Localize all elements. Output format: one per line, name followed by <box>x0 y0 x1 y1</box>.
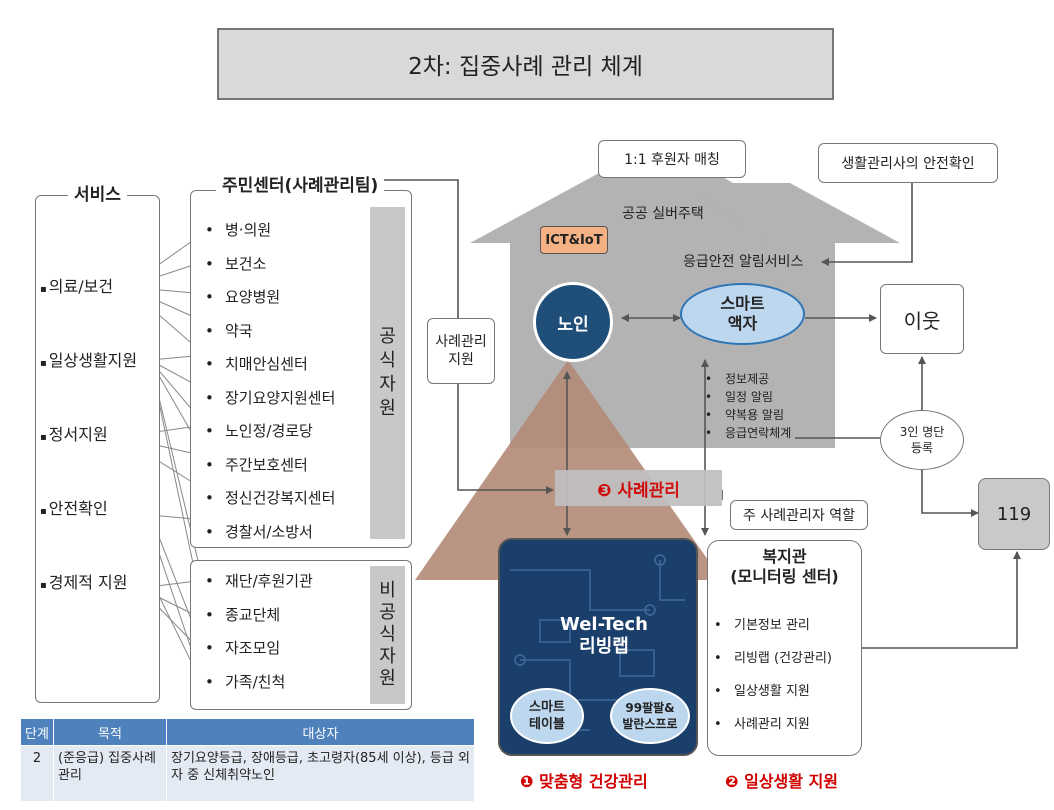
services-list: 의료/보건 일상생활지원 정서지원 안전확인 경제적 지원 <box>40 277 137 647</box>
resource-item: 병·의원 <box>205 214 335 248</box>
resource-item: 가족/친척 <box>205 666 313 700</box>
resource-item: 주간보호센터 <box>205 449 335 483</box>
arrow-safetycheck-emergency <box>821 183 913 266</box>
public-resources-label: 공 식 자 원 <box>370 207 405 539</box>
case-management-band: ❸ 사례관리 <box>555 470 722 506</box>
resource-item: 자조모임 <box>205 632 313 666</box>
caption-health-management: ❶ 맞춤형 건강관리 <box>520 772 648 791</box>
welfare-center-title: 복지관(모니터링 센터) <box>730 547 839 586</box>
old-person-node: 노인 <box>533 282 613 362</box>
resource-item: 종교단체 <box>205 599 313 633</box>
service-item: 의료/보건 <box>40 277 137 351</box>
resource-item: 약국 <box>205 315 335 349</box>
arrow-welfare-119 <box>862 551 1021 649</box>
resource-item: 정신건강복지센터 <box>205 482 335 516</box>
neighbor-box: 이웃 <box>880 284 964 354</box>
safety-check-box: 생활관리사의 안전확인 <box>818 143 998 183</box>
private-resources-label: 비 공 식 자 원 <box>370 566 405 704</box>
welfare-center-box: 복지관(모니터링 센터) 기본정보 관리 리빙랩 (건강관리) 일상생활 지원 … <box>707 540 862 756</box>
private-resources-list: 재단/후원기관 종교단체 자조모임 가족/친척 <box>205 565 313 699</box>
resource-item: 치매안심센터 <box>205 348 335 382</box>
emergency-119-box: 119 <box>978 478 1050 550</box>
ict-iot-badge: ICT&IoT <box>540 226 608 254</box>
arrow-registration-119 <box>921 468 979 517</box>
service-item: 안전확인 <box>40 499 137 573</box>
resource-item: 요양병원 <box>205 281 335 315</box>
stage-info-table: 단계 목적 대상자 2 (준응급) 집중사례관리 장기요양등급, 장애등급, 초… <box>20 718 475 802</box>
services-heading: 서비스 <box>68 180 127 205</box>
resource-item: 재단/후원기관 <box>205 565 313 599</box>
diagram-title: 2차: 집중사례 관리 체계 <box>217 28 834 100</box>
service-item: 경제적 지원 <box>40 573 137 647</box>
smart-frame-features: 정보제공 일정 알림 약복용 알림 응급연락체계 <box>705 370 791 442</box>
service-item: 정서지원 <box>40 425 137 499</box>
welfare-services-list: 기본정보 관리 리빙랩 (건강관리) 일상생활 지원 사례관리 지원 <box>714 609 832 741</box>
house-chimney <box>680 183 900 243</box>
public-resources-list: 병·의원 보건소 요양병원 약국 치매안심센터 장기요양지원센터 노인정/경로당… <box>205 214 335 549</box>
service-item: 일상생활지원 <box>40 351 137 425</box>
house-label: 공공 실버주택 <box>622 206 704 222</box>
community-center-heading: 주민센터(사례관리팀) <box>216 171 385 196</box>
resource-item: 경찰서/소방서 <box>205 516 335 550</box>
resource-item: 노인정/경로당 <box>205 415 335 449</box>
balance-program-node: 99팔팔&발란스프로 <box>610 688 690 744</box>
caption-daily-life-support: ❷ 일상생활 지원 <box>725 772 839 791</box>
resource-item: 장기요양지원센터 <box>205 382 335 416</box>
resource-item: 보건소 <box>205 248 335 282</box>
emergency-service-label: 응급안전 알림서비스 <box>683 254 804 270</box>
donor-matching-box: 1:1 후원자 매칭 <box>598 140 746 178</box>
case-manager-role-box: 주 사례관리자 역할 <box>730 500 868 530</box>
